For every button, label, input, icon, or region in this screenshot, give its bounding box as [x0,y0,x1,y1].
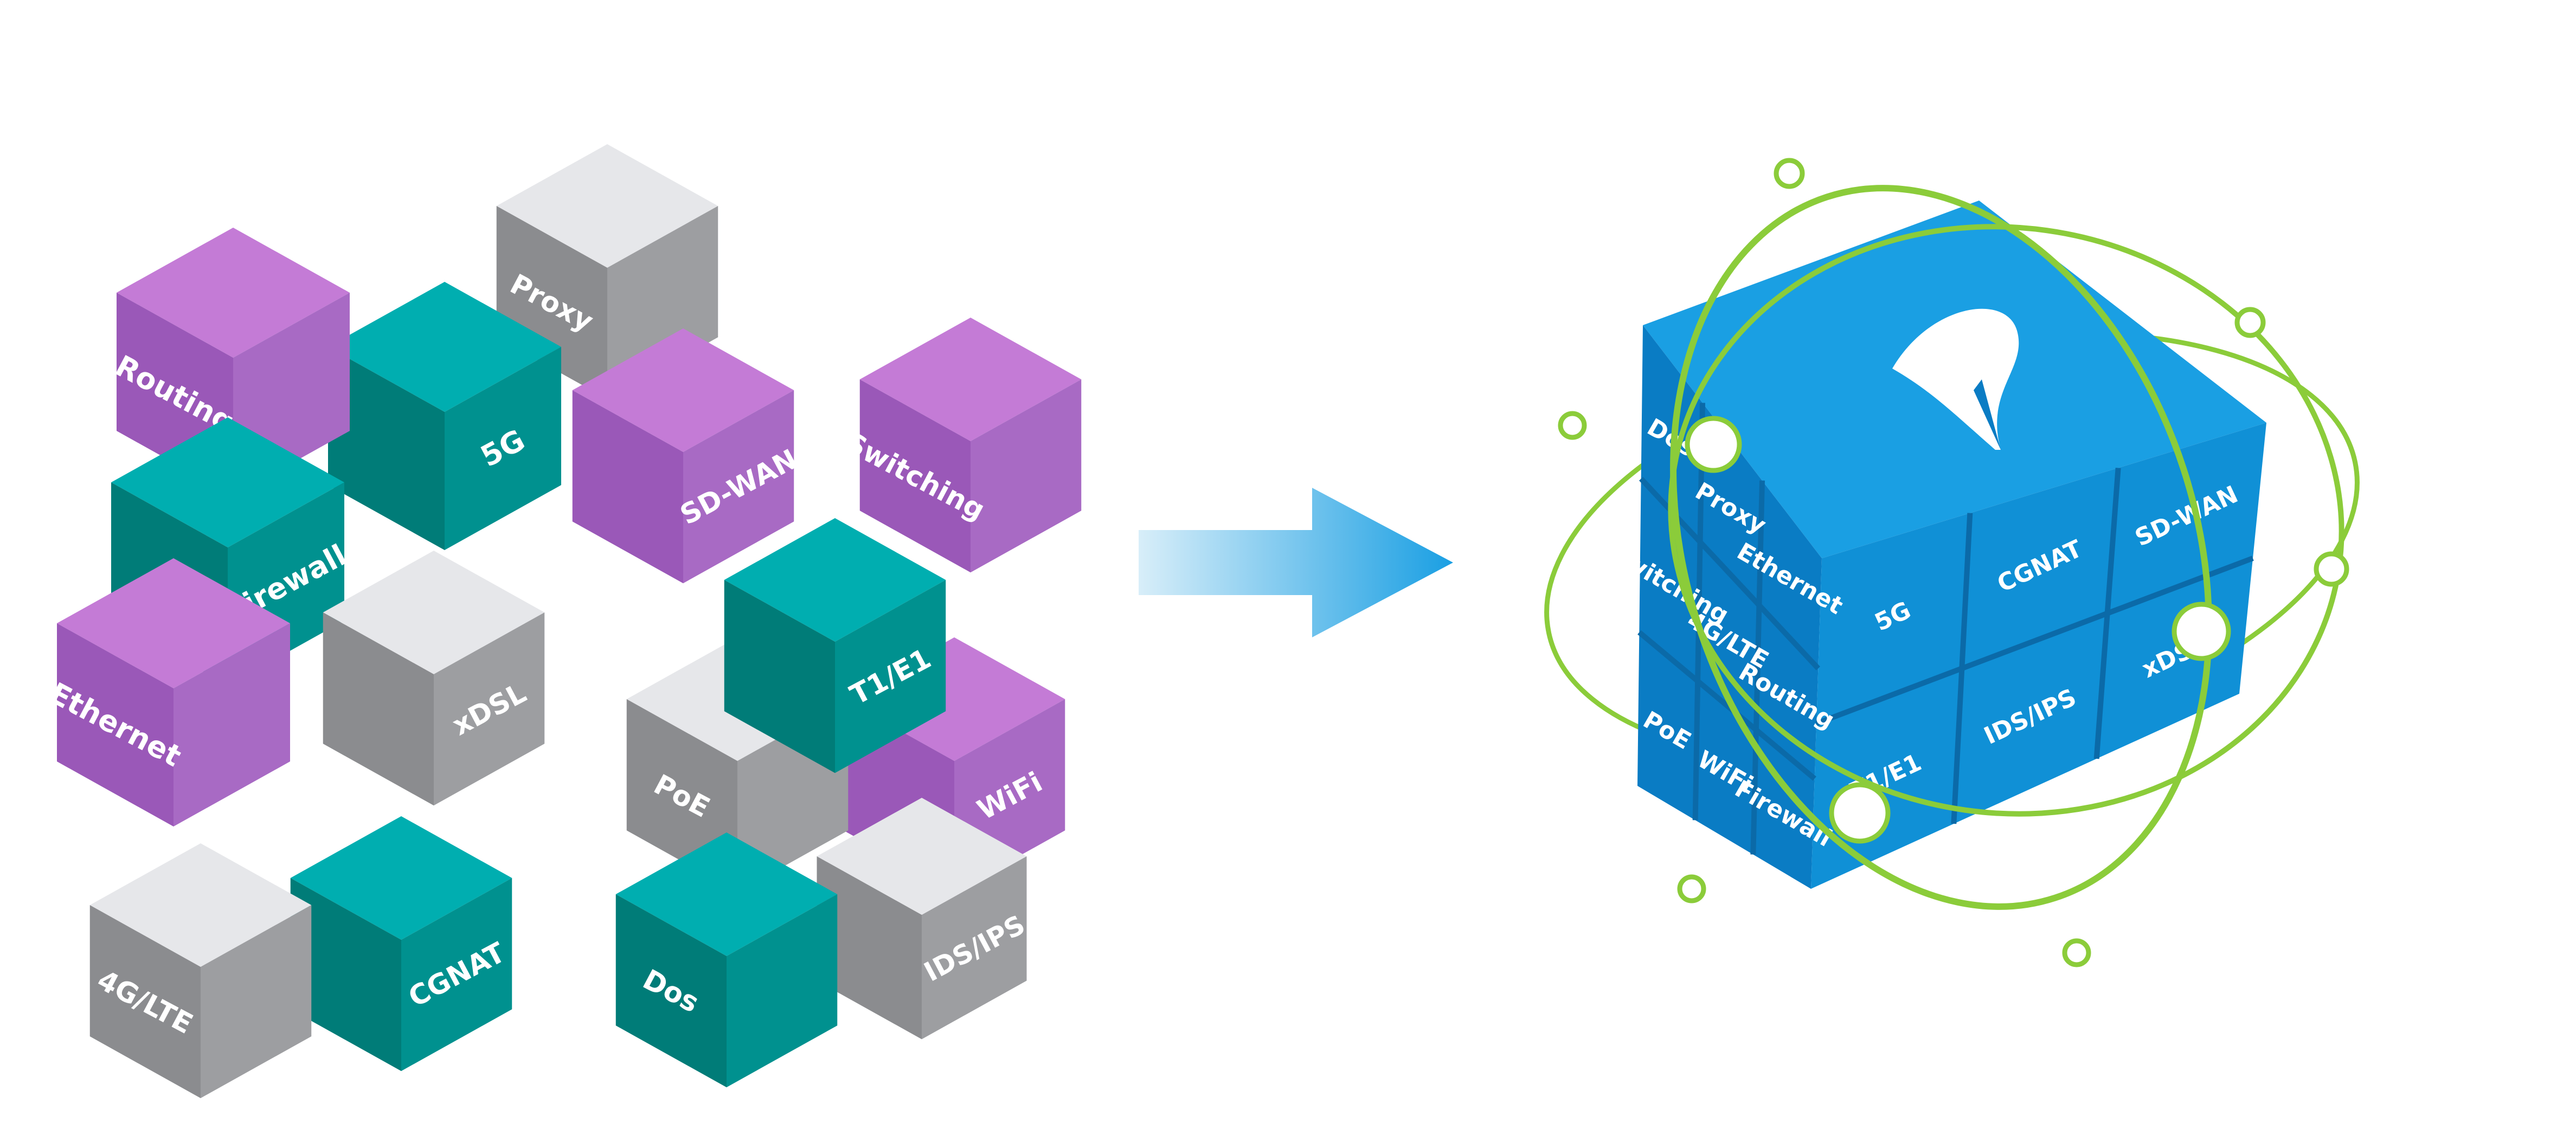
orbit-node [2172,602,2231,661]
scattered-blocks: ProxySD-WAN5GRoutingFirewallSwitchingxDS… [44,144,1082,1099]
brand-logo-icon [1892,308,2019,450]
block-sdwan: SD-WAN [572,328,802,584]
block-cgnat: CGNAT [290,816,512,1071]
orbit-node [2314,551,2349,587]
block-proxy: Proxy [496,144,718,399]
orbit-node [1677,874,1706,903]
orbit-front [1558,158,2349,967]
block-routing: Routing [110,228,350,496]
orbit-node [1829,782,1891,844]
block-xdsl: xDSL [323,551,545,806]
orbit-node [2234,307,2266,338]
orbit-node [1774,158,1805,189]
orbit-node [1685,416,1742,473]
orbit-node [2062,938,2091,967]
cube-right-face [1811,423,2266,889]
block-switching: Switching [840,318,1082,573]
orbit-node [1558,411,1587,440]
block-dos: Dos [615,832,838,1088]
block-5g: 5G [328,282,561,550]
block-idsips: IDS/IPS [817,798,1030,1039]
unified-cube: DosProxyEthernetSwitching4G/LTERoutingPo… [1605,201,2266,889]
transform-arrow [1139,488,1453,637]
block-4glte: 4G/LTE [89,843,312,1099]
block-t1e1: T1/E1 [724,518,946,773]
block-ethernet: Ethernet [44,558,290,826]
